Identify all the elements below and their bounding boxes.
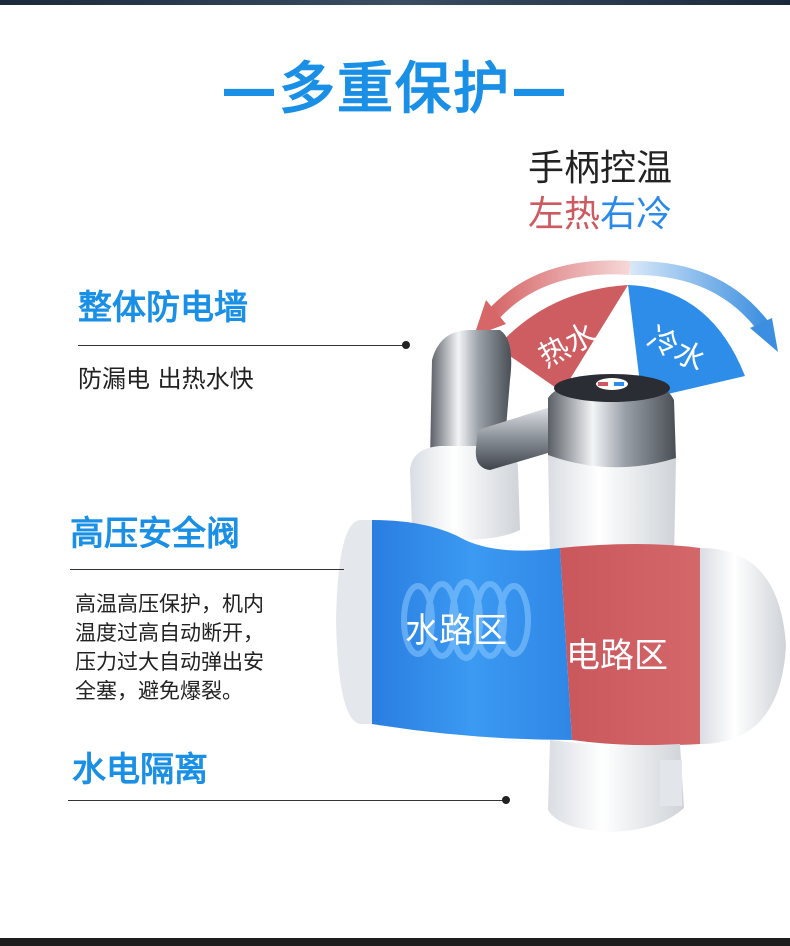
handle-cap: [548, 378, 676, 472]
cold-arrow-head-icon: [750, 318, 778, 352]
handle-top: [554, 374, 670, 402]
hot-left-text: 左热: [528, 194, 601, 235]
desc-line: 高温高压保护，机内: [75, 592, 264, 616]
feature-divider: [68, 800, 504, 801]
feature-title-safety-valve: 高压安全阀: [70, 514, 240, 554]
bottom-border: [0, 938, 790, 946]
cold-arrow-icon: [629, 260, 772, 335]
hot-arrow-head-icon: [474, 300, 506, 336]
base-pipe: [660, 760, 682, 806]
power-zone-label: 电路区: [566, 636, 668, 676]
feature-divider: [78, 345, 405, 346]
page-title: —多重保护—: [0, 55, 790, 125]
dial-cold-label: 冷水: [641, 320, 711, 380]
dial-hot-label: 热水: [533, 316, 603, 376]
title-text: 多重保护: [279, 57, 511, 122]
feature-divider-dot: [502, 796, 510, 804]
temp-indicator-icon: [596, 378, 628, 390]
upper-body: [548, 455, 676, 560]
handle-temp-subtitle: 左热右冷: [528, 192, 672, 238]
handle-temp-title: 手柄控温: [528, 148, 673, 189]
handle-lever: [475, 404, 575, 470]
water-zone-label: 水路区: [405, 611, 507, 651]
cold-right-text: 右冷: [600, 194, 673, 235]
feature-divider: [70, 569, 344, 570]
desc-line: 温度过高自动断开，: [75, 621, 264, 645]
desc-line: 全塞，避免爆裂。: [75, 679, 243, 703]
top-border: [0, 0, 790, 5]
feature-desc-safety-valve: 高温高压保护，机内 温度过高自动断开， 压力过大自动弹出安 全塞，避免爆裂。: [75, 590, 264, 706]
title-dash-right: —: [511, 57, 569, 122]
feature-title-water-power-isolation: 水电隔离: [72, 750, 208, 790]
feature-desc-anti-shock-wall: 防漏电 出热水快: [78, 365, 254, 393]
feature-title-anti-shock-wall: 整体防电墙: [78, 288, 248, 328]
body-end-cap-right: [700, 548, 786, 744]
lower-base: [548, 740, 684, 832]
body-end-cap-left: [336, 520, 372, 724]
desc-line: 压力过大自动弹出安: [75, 650, 264, 674]
title-dash-left: —: [221, 57, 279, 122]
spout-collar: [410, 446, 520, 540]
feature-divider-dot: [402, 341, 410, 349]
spout: [430, 330, 512, 460]
hot-arrow-icon: [486, 260, 631, 321]
